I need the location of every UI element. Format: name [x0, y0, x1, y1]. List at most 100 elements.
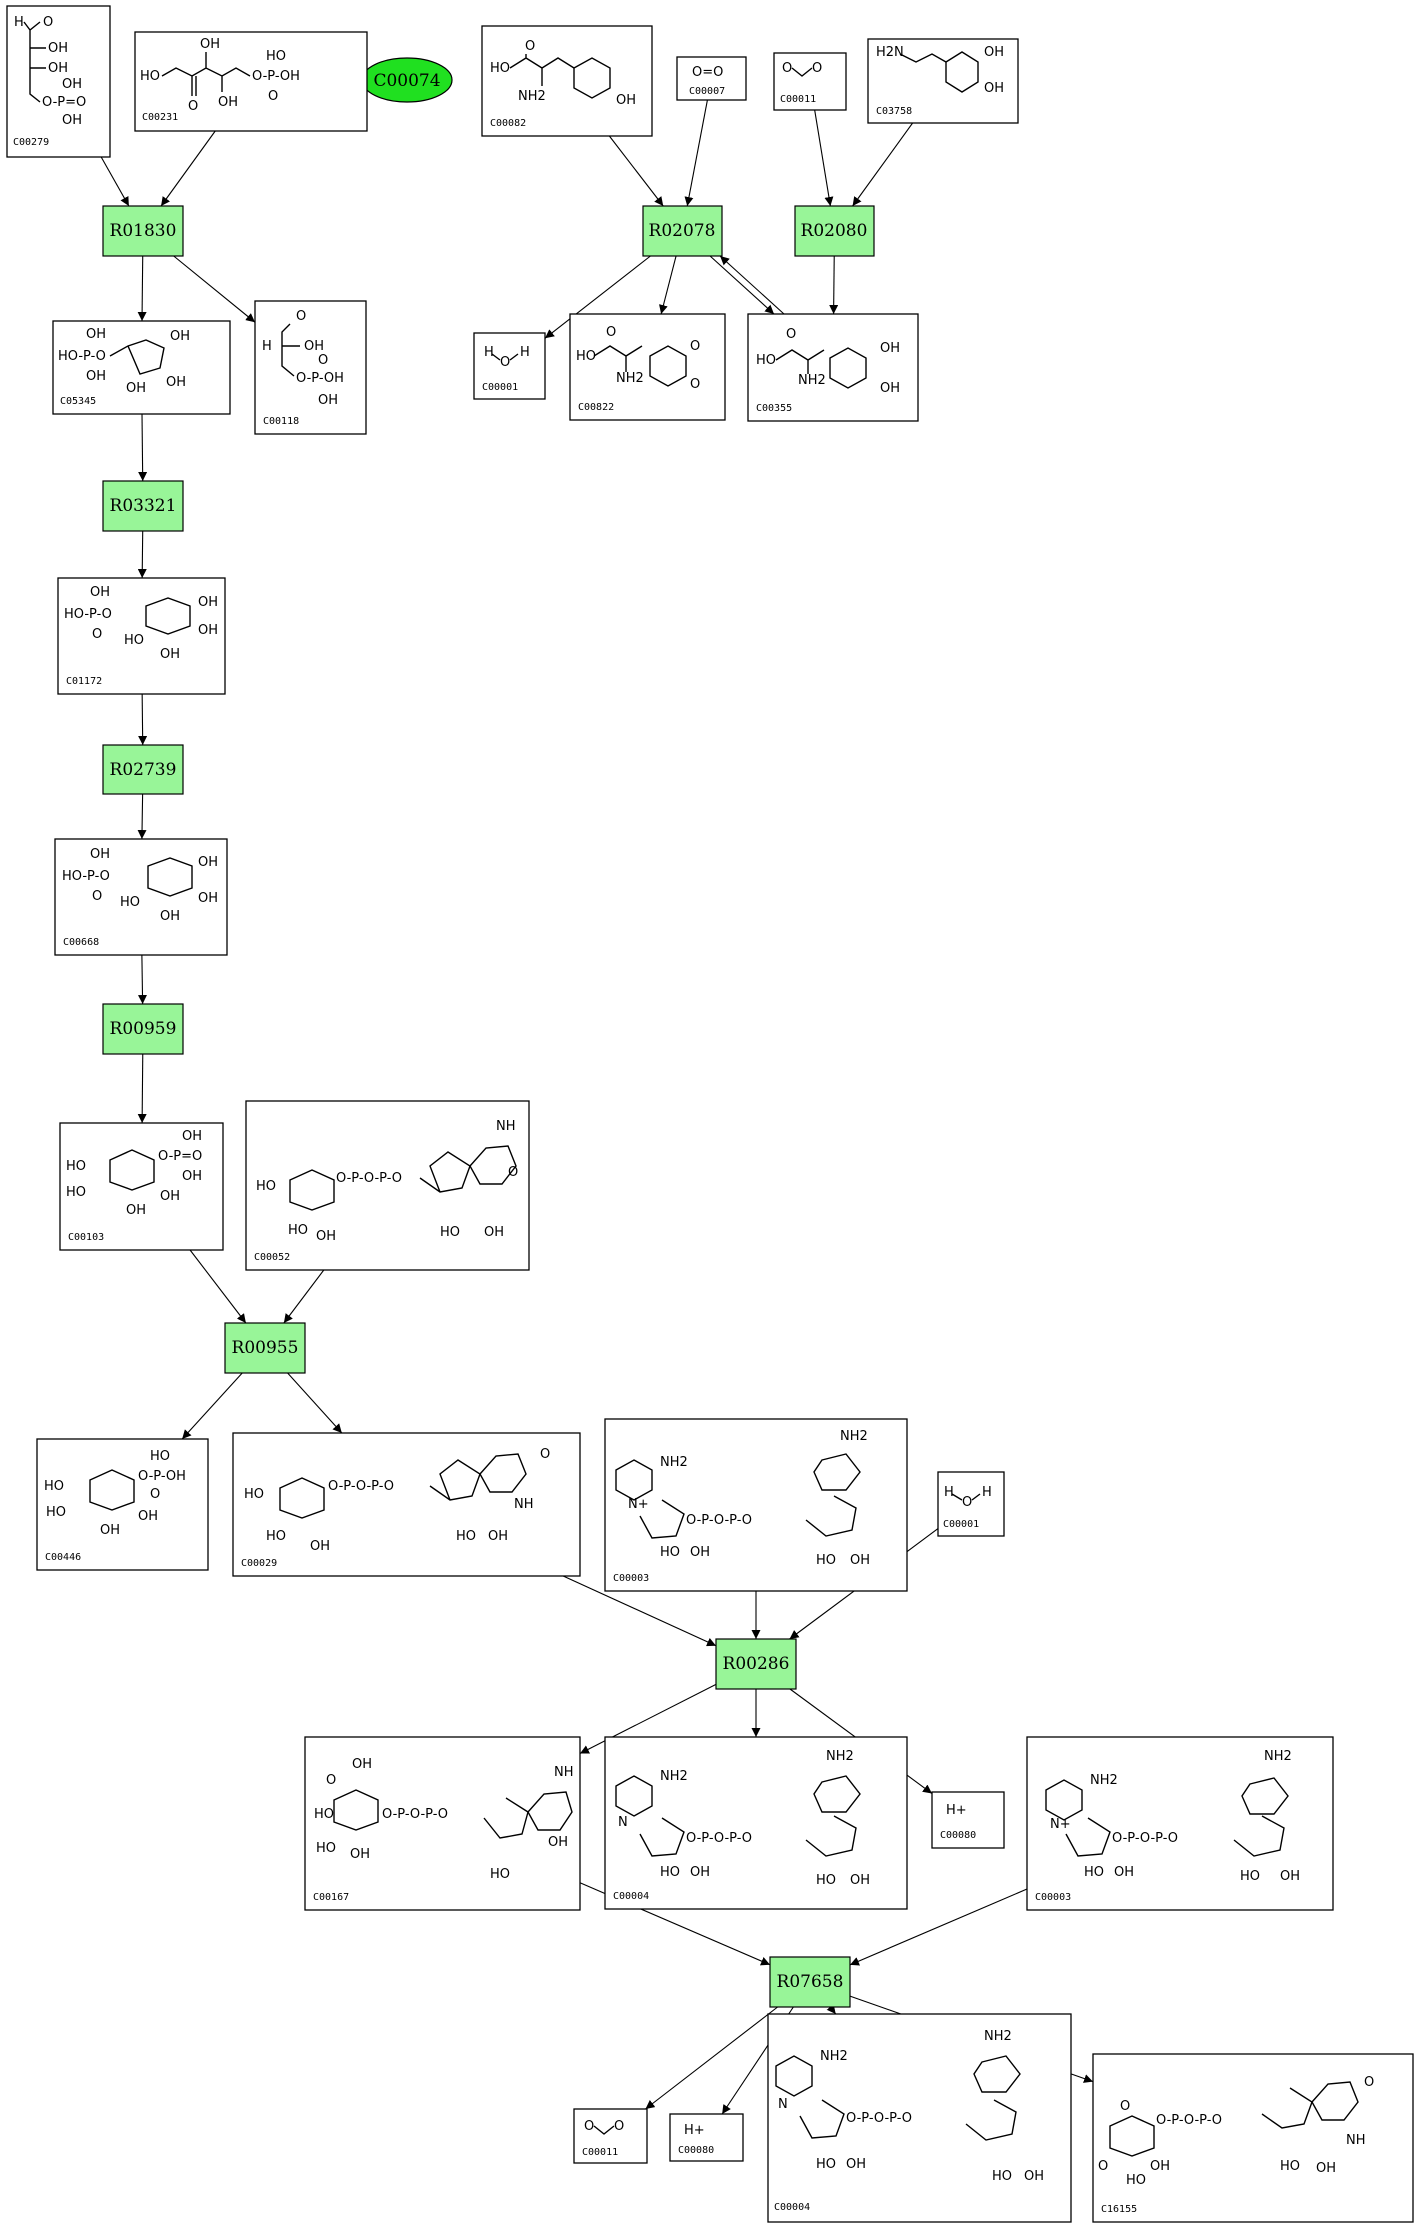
svg-text:OH: OH	[160, 1189, 180, 1204]
compound-label: C03758	[876, 106, 912, 117]
svg-text:NH2: NH2	[1264, 1749, 1292, 1764]
svg-text:O: O	[92, 889, 102, 904]
reaction-node[interactable]: R02078	[642, 205, 723, 257]
reaction-node[interactable]: R02739	[102, 744, 184, 795]
reaction-node[interactable]: R07658	[769, 1956, 851, 2008]
edge-r9-c24	[645, 2006, 778, 2110]
svg-text:OH: OH	[86, 369, 106, 384]
svg-text:OH: OH	[170, 329, 190, 344]
compound-label: C00167	[313, 1892, 349, 1903]
reaction-label: R01830	[110, 221, 177, 241]
reaction-node[interactable]: R00286	[715, 1638, 797, 1690]
compound-node[interactable]: HOH C00001	[473, 332, 546, 400]
svg-text:NH2: NH2	[660, 1769, 688, 1784]
svg-text:HO: HO	[120, 895, 140, 910]
svg-text:H2N: H2N	[876, 45, 904, 60]
reaction-node[interactable]: R02080	[794, 205, 875, 257]
reaction-node[interactable]: R03321	[102, 480, 184, 532]
edge-c12-r5	[138, 693, 148, 746]
compound-node[interactable]: H+ C00080	[931, 1791, 1005, 1849]
svg-text:HO: HO	[314, 1807, 334, 1822]
svg-text:OH: OH	[182, 1129, 202, 1144]
svg-text:HO: HO	[140, 69, 160, 84]
compound-node[interactable]: O=O C00007	[676, 56, 747, 101]
compound-label: C16155	[1101, 2204, 1137, 2215]
svg-text:HO-P-O: HO-P-O	[62, 869, 110, 884]
reaction-node[interactable]: R01830	[102, 205, 184, 257]
svg-text:NH: NH	[554, 1765, 574, 1780]
svg-text:OH: OH	[318, 393, 338, 408]
compound-node[interactable]: HOH C00001	[937, 1471, 1005, 1537]
svg-text:HO: HO	[816, 1873, 836, 1888]
svg-text:O: O	[584, 2119, 594, 2134]
svg-text:HO: HO	[244, 1487, 264, 1502]
svg-text:OH: OH	[62, 113, 82, 128]
compound-label: C00003	[1035, 1892, 1071, 1903]
compound-label: C00080	[678, 2145, 714, 2156]
svg-text:O: O	[500, 355, 510, 370]
svg-text:HO: HO	[992, 2169, 1012, 2184]
edge-c23-r9	[849, 1888, 1028, 1966]
highlight-node[interactable]: C00074	[361, 57, 453, 103]
svg-text:OH: OH	[846, 2157, 866, 2172]
compound-label: C00052	[254, 1252, 290, 1263]
compound-label: C00118	[263, 416, 299, 427]
compound-node[interactable]: HOO NH2 OO C00822	[569, 313, 726, 421]
reaction-node[interactable]: R00959	[102, 1003, 184, 1055]
svg-text:H: H	[484, 345, 494, 360]
compound-label: C00082	[490, 118, 526, 129]
edge-c4-r2	[684, 99, 708, 207]
compound-node[interactable]: H+ C00080	[669, 2113, 744, 2162]
svg-text:O: O	[1364, 2075, 1374, 2090]
svg-text:OH: OH	[138, 1509, 158, 1524]
svg-text:HO-P-O: HO-P-O	[58, 349, 106, 364]
compound-label: C00011	[780, 94, 816, 105]
reaction-label: R02739	[110, 760, 177, 780]
svg-text:OH: OH	[198, 623, 218, 638]
svg-text:OH: OH	[90, 585, 110, 600]
svg-text:HO: HO	[44, 1479, 64, 1494]
compound-node[interactable]: HO OOH OH O-P-OH HOO C00231	[134, 31, 368, 132]
edge-r4-c12	[137, 530, 147, 579]
compound-node[interactable]: HOO NH2 OH C00082	[481, 25, 653, 137]
svg-text:O-P-O-P-O: O-P-O-P-O	[1112, 1831, 1178, 1846]
compound-label: C00001	[482, 382, 518, 393]
svg-text:HO: HO	[456, 1529, 476, 1544]
svg-text:O-P-O-P-O: O-P-O-P-O	[382, 1807, 448, 1822]
svg-text:OH: OH	[182, 1169, 202, 1184]
highlight-label: C00074	[373, 71, 440, 91]
svg-text:NH: NH	[1346, 2133, 1366, 2148]
reaction-node[interactable]: R00955	[224, 1322, 306, 1374]
svg-text:OH: OH	[880, 381, 900, 396]
svg-text:NH2: NH2	[820, 2049, 848, 2064]
svg-text:O-P-OH: O-P-OH	[296, 371, 344, 386]
svg-text:HO: HO	[1280, 2159, 1300, 2174]
svg-text:O: O	[1098, 2159, 1108, 2174]
reaction-label: R00286	[723, 1654, 790, 1674]
